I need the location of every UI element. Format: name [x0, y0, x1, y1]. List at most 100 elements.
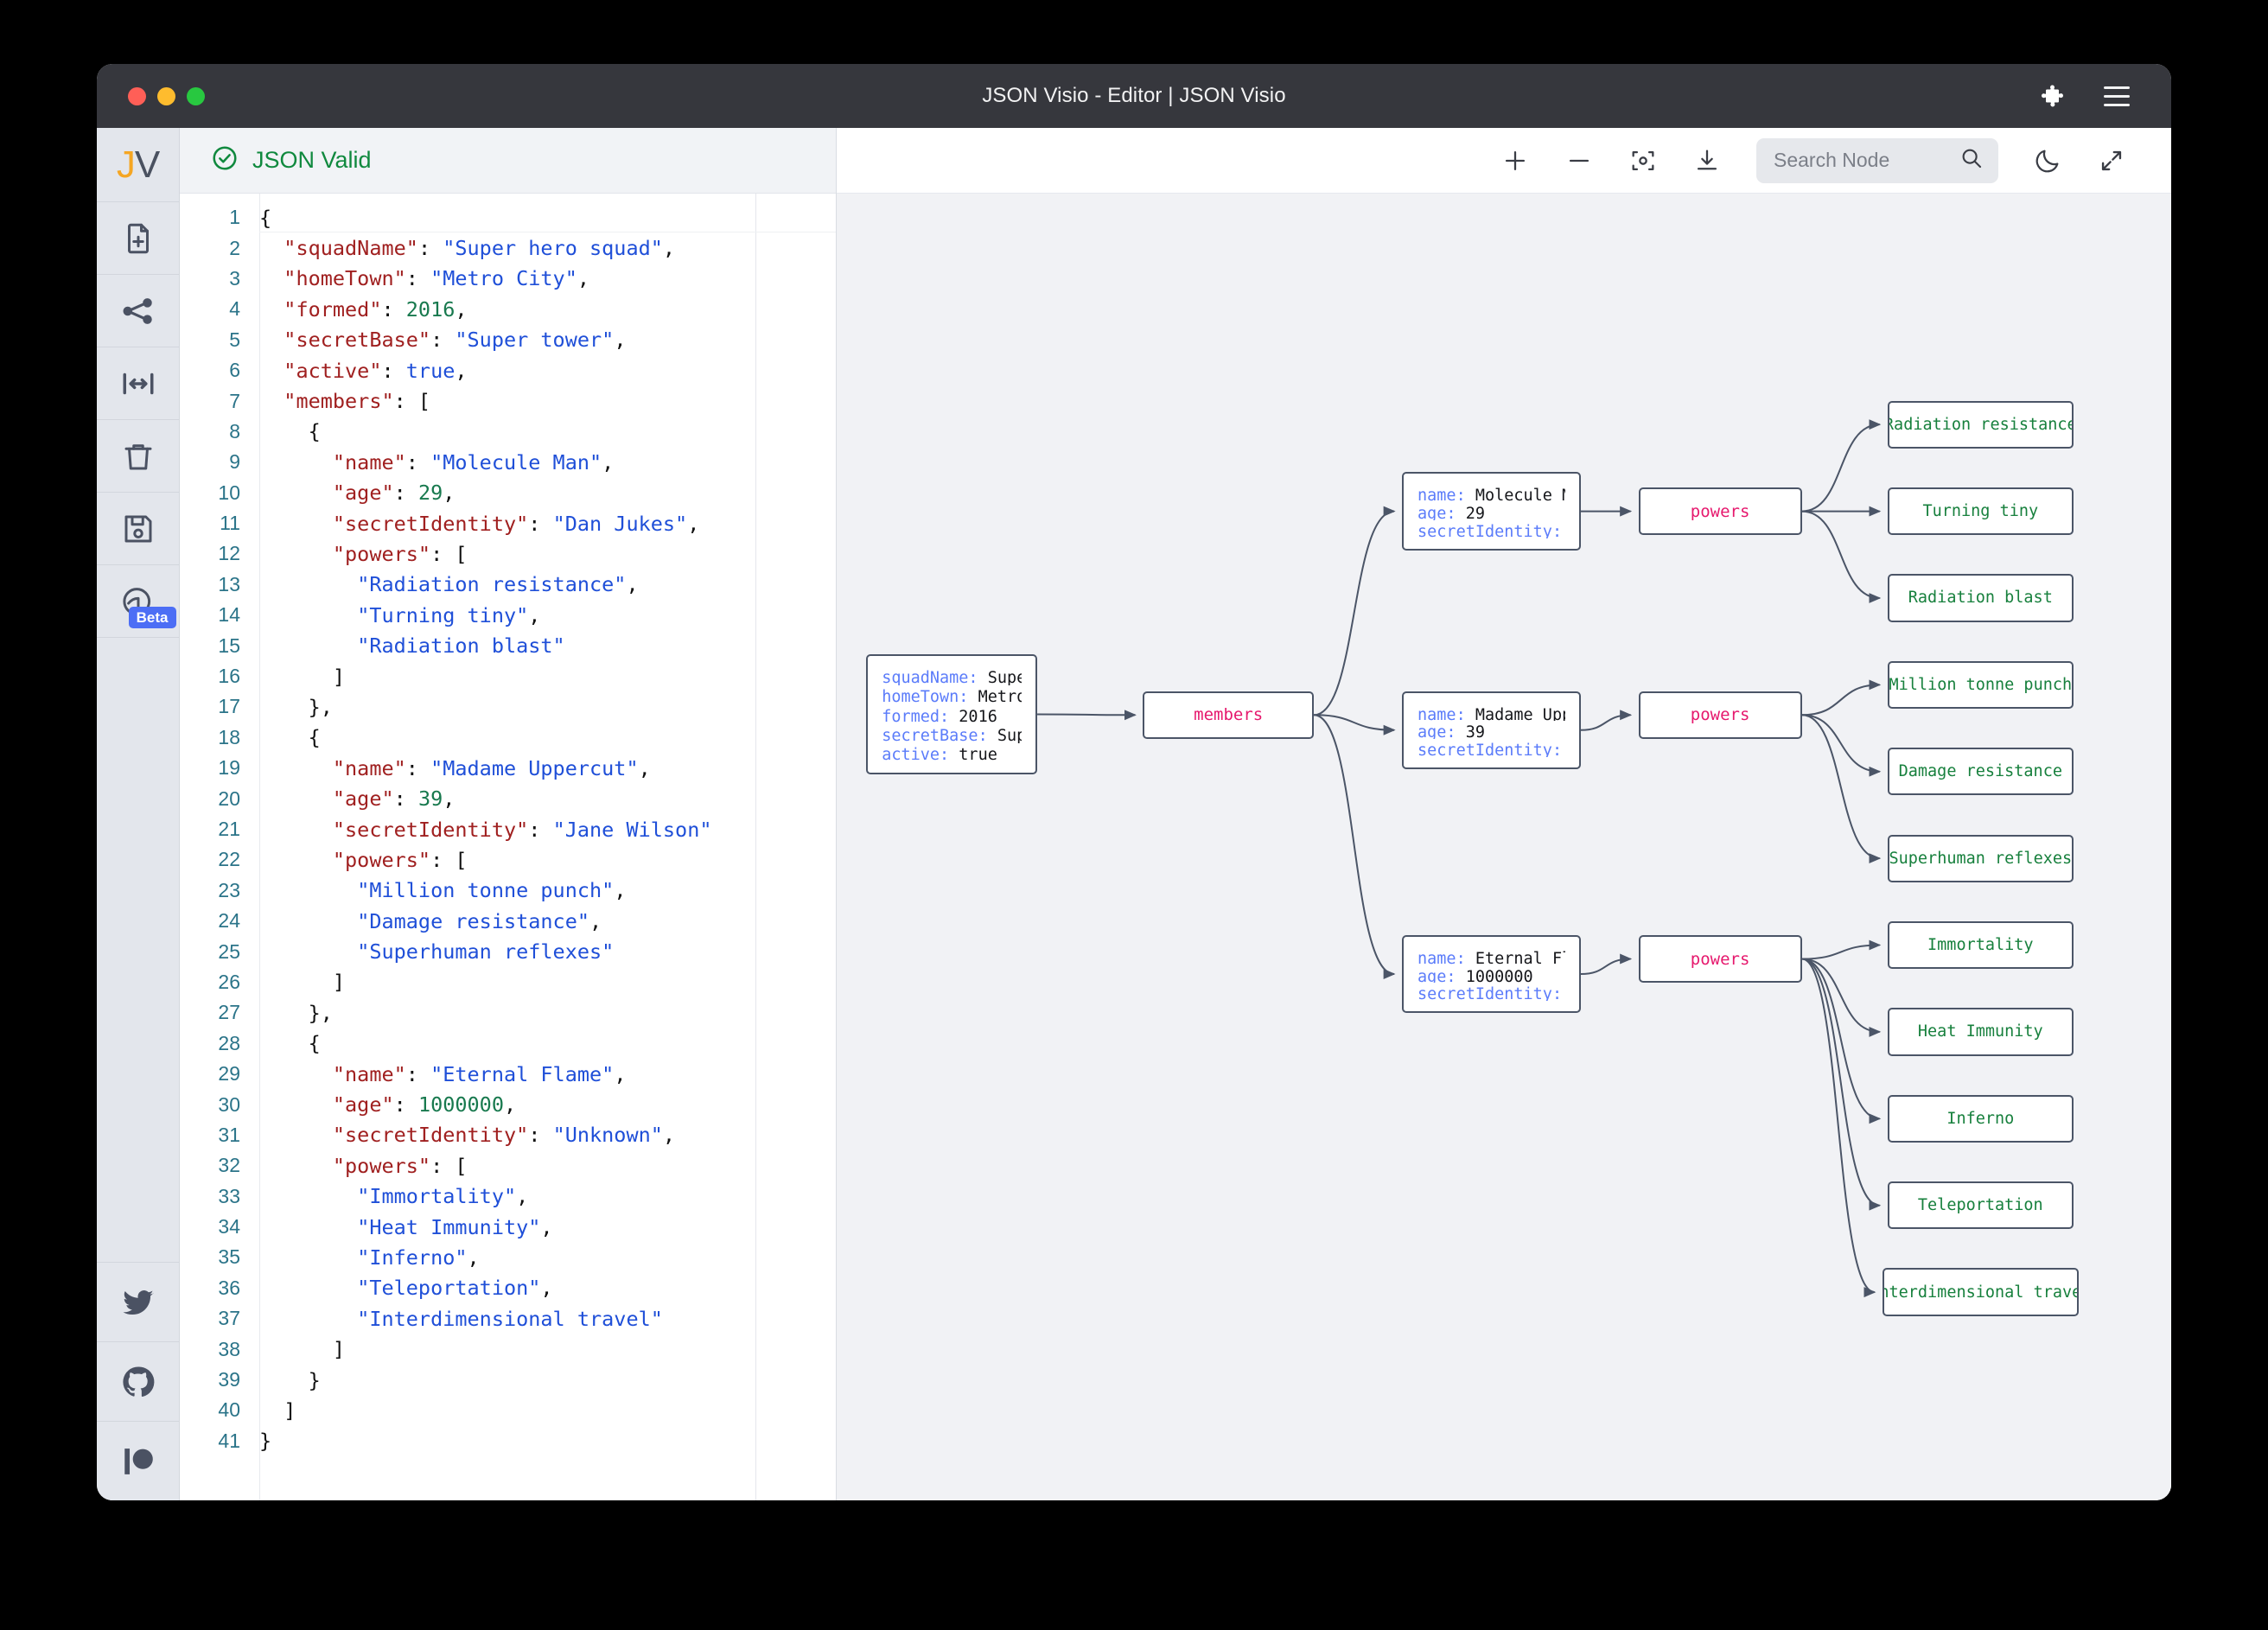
node-value-label: Inferno — [1946, 1109, 2015, 1128]
code-line: 40 ] — [180, 1395, 836, 1425]
search-node-box[interactable] — [1756, 137, 1998, 183]
line-number: 23 — [218, 878, 240, 901]
graph-edge — [1801, 510, 1882, 603]
code-line: 3 "homeTown": "Metro City", — [180, 264, 836, 294]
node-field-value: Eternal Flame — [1475, 949, 1565, 965]
graph-node-value[interactable]: Teleportation — [1887, 1181, 2074, 1230]
line-content: "secretIdentity": "Unknown", — [259, 1123, 676, 1148]
line-number: 31 — [218, 1123, 240, 1146]
line-number: 13 — [218, 572, 240, 595]
code-line: 35 "Inferno", — [180, 1242, 836, 1272]
graph-node-object[interactable]: squadName: Super hero…homeTown: Metro Ci… — [866, 654, 1038, 774]
line-content: "Radiation blast" — [357, 634, 565, 659]
line-content: "squadName": "Super hero squad", — [259, 236, 676, 261]
node-field-key: homeTown: — [882, 688, 978, 705]
fullscreen-button[interactable] — [2097, 146, 2126, 175]
code-line: 8 { — [180, 417, 836, 447]
graph-node-value[interactable]: Superhuman reflexes — [1887, 834, 2074, 882]
graph-edge — [1801, 958, 1876, 1298]
node-field-key: name: — [1418, 705, 1475, 722]
line-content: ] — [259, 1337, 346, 1362]
graph-node-value[interactable]: Heat Immunity — [1887, 1008, 2074, 1056]
trash-icon — [120, 438, 156, 474]
graph-node-object[interactable]: name: Eternal Flameage: 1000000secretIde… — [1402, 934, 1581, 1014]
line-content: "secretIdentity": "Dan Jukes", — [259, 511, 700, 536]
node-value-label: Superhuman reflexes — [1889, 849, 2073, 868]
gutter-divider — [259, 194, 260, 1500]
left-sidebar: JV — [97, 128, 180, 1500]
node-value-label: Radiation blast — [1908, 589, 2053, 608]
close-window-button[interactable] — [128, 86, 146, 105]
node-field-value: true — [959, 745, 997, 762]
graph-node-value[interactable]: Radiation resistance — [1887, 400, 2074, 449]
graph-canvas[interactable]: squadName: Super hero…homeTown: Metro Ci… — [837, 194, 2171, 1500]
line-content: "age": 1000000, — [259, 1092, 517, 1117]
graph-node-property[interactable]: powers — [1638, 934, 1802, 984]
app-logo[interactable]: JV — [97, 128, 180, 202]
code-line: 16 ] — [180, 661, 836, 691]
sidebar-item-layout-direction[interactable] — [97, 347, 180, 420]
line-content: } — [259, 1367, 321, 1392]
graph-node-property[interactable]: powers — [1638, 487, 1802, 536]
line-number: 34 — [218, 1215, 240, 1238]
node-field: secretBase: Super tow… — [882, 724, 1022, 743]
graph-edge — [1801, 958, 1882, 1124]
graph-node-property[interactable]: members — [1143, 691, 1315, 739]
magnifier-icon[interactable] — [1959, 145, 1984, 175]
graph-node-property[interactable]: powers — [1638, 691, 1802, 739]
sidebar-item-clear[interactable] — [97, 420, 180, 493]
sidebar-item-patreon[interactable] — [97, 1421, 180, 1500]
download-button[interactable] — [1692, 146, 1722, 175]
sidebar-item-twitter[interactable] — [97, 1262, 180, 1341]
code-line: 9 "name": "Molecule Man", — [180, 447, 836, 477]
line-number: 38 — [218, 1337, 240, 1360]
expand-horizontal-icon — [120, 366, 156, 402]
node-value-label: Interdimensional travel — [1882, 1283, 2077, 1302]
line-content: "secretBase": "Super tower", — [259, 328, 627, 353]
graph-node-value[interactable]: Turning tiny — [1887, 487, 2074, 536]
graph-node-value[interactable]: Damage resistance — [1887, 748, 2074, 796]
graph-node-value[interactable]: Radiation blast — [1887, 574, 2074, 622]
graph-node-value[interactable]: Immortality — [1887, 920, 2074, 970]
line-number: 20 — [218, 786, 240, 810]
graph-node-value[interactable]: Million tonne punch — [1887, 660, 2074, 709]
graph-node-object[interactable]: name: Molecule Manage: 29secretIdentity:… — [1402, 472, 1581, 551]
dark-mode-toggle[interactable] — [2033, 146, 2062, 175]
graph-node-value[interactable]: Interdimensional travel — [1882, 1268, 2079, 1316]
code-line: 25 "Superhuman reflexes" — [180, 936, 836, 966]
line-content: }, — [259, 694, 333, 719]
line-number: 9 — [229, 450, 240, 474]
line-number: 15 — [218, 634, 240, 657]
code-line: 22 "powers": [ — [180, 844, 836, 875]
maximize-window-button[interactable] — [187, 86, 205, 105]
hamburger-menu-icon[interactable] — [2104, 86, 2130, 106]
line-content: { — [259, 205, 272, 230]
node-value-label: Turning tiny — [1922, 502, 2039, 521]
puzzle-piece-icon[interactable] — [2042, 83, 2067, 109]
code-editor[interactable]: 1{2 "squadName": "Super hero squad",3 "h… — [180, 194, 836, 1500]
sidebar-item-save[interactable] — [97, 493, 180, 565]
line-content: "Teleportation", — [357, 1276, 553, 1301]
graph-node-value[interactable]: Inferno — [1887, 1094, 2074, 1143]
sidebar-item-share[interactable] — [97, 275, 180, 347]
code-line: 30 "age": 1000000, — [180, 1089, 836, 1119]
center-view-button[interactable] — [1628, 146, 1658, 175]
search-input[interactable] — [1774, 149, 1950, 172]
node-field-key: age: — [1418, 723, 1466, 740]
line-number: 22 — [218, 848, 240, 871]
node-value-label: Million tonne punch — [1889, 675, 2073, 694]
graph-edge — [1801, 958, 1882, 1211]
code-line: 27 }, — [180, 997, 836, 1028]
zoom-out-button[interactable] — [1564, 146, 1594, 175]
sidebar-item-cloud[interactable]: Beta — [97, 565, 180, 638]
line-content: "Inferno", — [357, 1245, 480, 1270]
line-number: 36 — [218, 1276, 240, 1299]
zoom-in-button[interactable] — [1500, 146, 1530, 175]
line-number: 1 — [229, 206, 240, 229]
sidebar-item-github[interactable] — [97, 1341, 180, 1421]
graph-node-object[interactable]: name: Madame Uppercutage: 39secretIdenti… — [1402, 691, 1581, 769]
code-line: 28 { — [180, 1028, 836, 1059]
line-content: "Immortality", — [357, 1184, 529, 1209]
minimize-window-button[interactable] — [157, 86, 175, 105]
sidebar-item-new-document[interactable] — [97, 202, 180, 275]
